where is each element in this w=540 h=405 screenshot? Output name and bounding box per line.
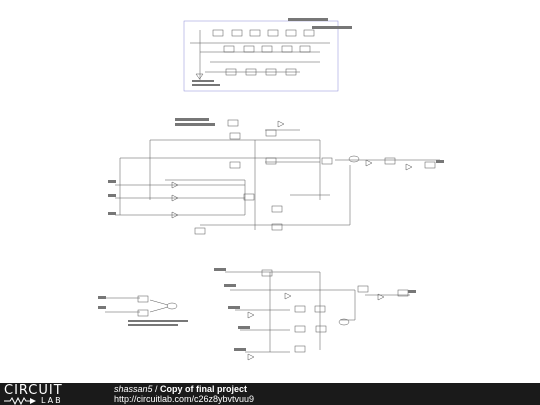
logo-lab-row: LAB (4, 396, 63, 405)
footer-bar: CIRCUIT LAB shassan5 / Copy of final pro… (0, 383, 540, 405)
schematic-canvas[interactable] (0, 0, 540, 383)
resistor-icon (4, 396, 36, 405)
username-link[interactable]: shassan5 (114, 384, 153, 394)
project-title[interactable]: Copy of final project (160, 384, 248, 394)
project-heading: shassan5 / Copy of final project (114, 384, 247, 394)
schematic-block-bottom-right[interactable] (214, 268, 416, 361)
project-url[interactable]: http://circuitlab.com/c26z8ybvtvuu9 (114, 394, 255, 404)
logo-lab-text: LAB (41, 396, 63, 405)
schematic-block-middle[interactable] (108, 118, 444, 235)
schematic-block-bottom-left[interactable] (98, 295, 188, 326)
path-separator: / (152, 384, 161, 394)
logo-circuit-text: CIRCUIT (4, 383, 63, 398)
schematic-block-top[interactable] (183, 18, 352, 92)
